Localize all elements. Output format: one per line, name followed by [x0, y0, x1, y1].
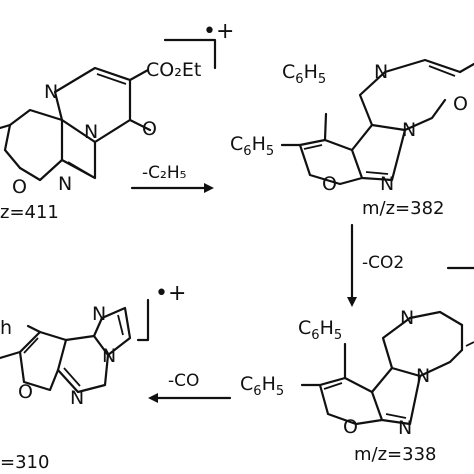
atom-o: O [18, 381, 33, 403]
mz-label-338: m/z=338 [354, 444, 437, 465]
atom-n: N [400, 307, 414, 329]
radical-cation-symbol: •+ [203, 19, 234, 44]
phenyl-group: C6H5 [298, 317, 342, 343]
arrow-head [204, 183, 214, 193]
atom-n: N [102, 345, 116, 367]
atom-o: O [453, 93, 468, 115]
atom-n: N [374, 61, 388, 83]
arrow-head [148, 393, 158, 403]
phenyl-group: C6H5 [282, 61, 326, 87]
atom-n: N [84, 121, 98, 143]
atom-n: N [92, 303, 106, 325]
phenyl-fragment-h: h [0, 317, 12, 339]
arrow-label-loss-c2h5: -C₂H₅ [142, 163, 186, 183]
atom-n: N [380, 173, 394, 195]
molecule-mz-310 [0, 298, 150, 394]
radical-cation-symbol: •+ [155, 281, 186, 306]
arrow-head [347, 297, 357, 307]
atom-n: N [70, 387, 84, 409]
atom-n: N [398, 417, 412, 439]
phenyl-group: C6H5 [240, 373, 284, 399]
mz-label-310: =310 [0, 452, 49, 473]
arrow-label-loss-co2: -CO2 [362, 253, 404, 273]
arrow-label-loss-co: -CO [168, 371, 199, 391]
atom-n: N [402, 119, 416, 141]
phenyl-group: C6H5 [230, 133, 274, 159]
molecule-mz-411 [0, 38, 217, 182]
atom-o: O [343, 416, 358, 438]
mz-label-411: z=411 [0, 202, 59, 223]
molecule-mz-382 [280, 58, 474, 186]
atom-n: N [58, 173, 72, 195]
atom-o: O [142, 118, 157, 140]
mz-label-382: m/z=382 [362, 198, 445, 219]
atom-n: N [44, 81, 58, 103]
ester-group: CO₂Et [146, 59, 201, 81]
molecule-mz-338 [300, 310, 474, 426]
atom-n: N [416, 365, 430, 387]
atom-o: O [322, 173, 337, 195]
atom-o: O [12, 176, 27, 198]
